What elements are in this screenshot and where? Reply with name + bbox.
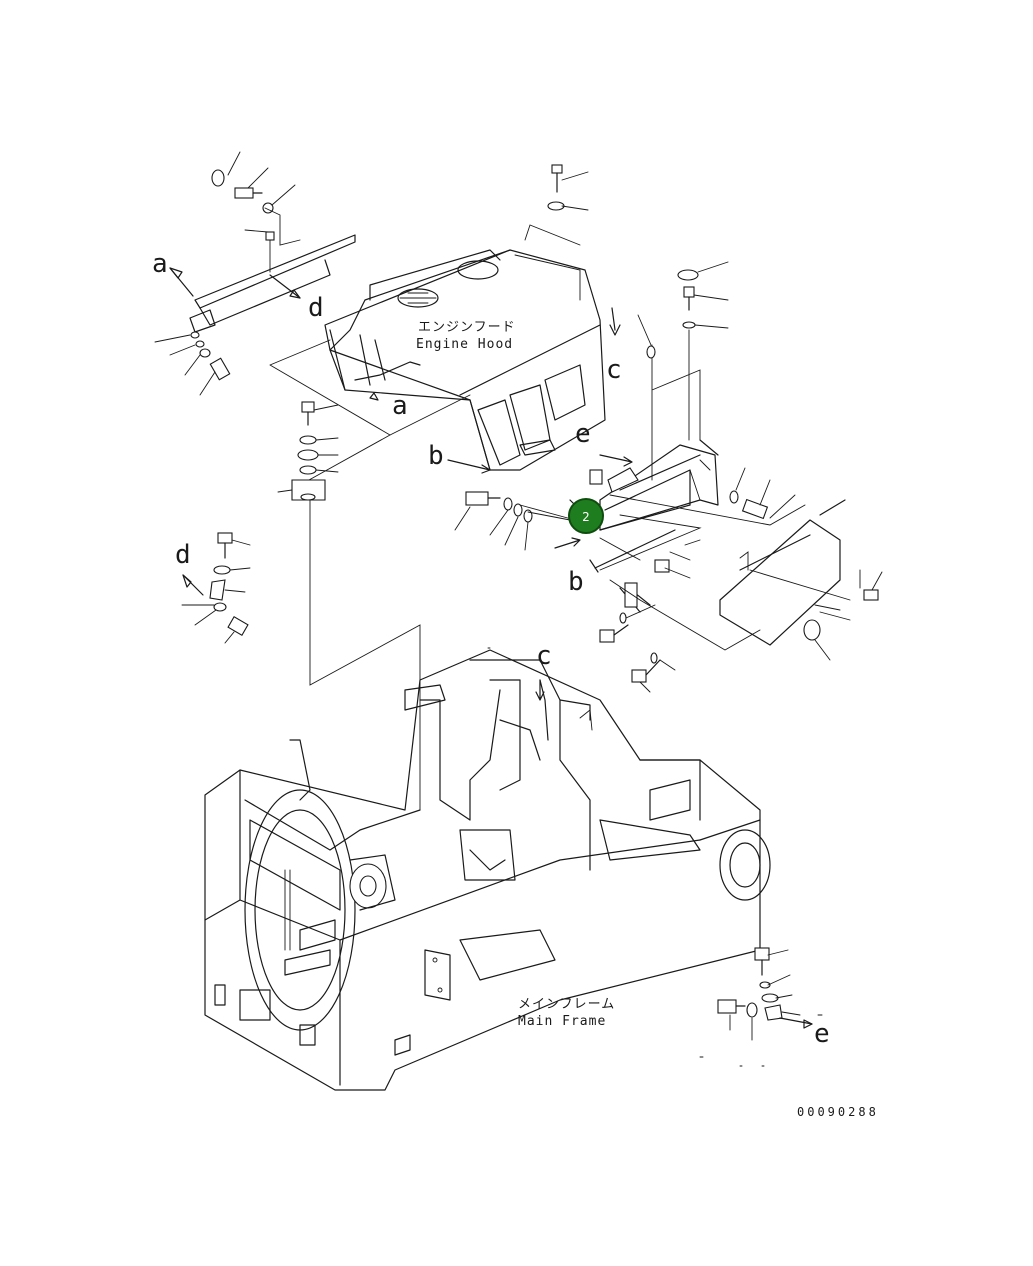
left-bracket-a (154, 151, 356, 396)
bolt-stack-left (277, 401, 339, 501)
right-bracket-e (599, 261, 796, 531)
ref-letter-b-hood: b (428, 441, 444, 471)
engine-hood-label-jp: エンジンフード (418, 320, 516, 335)
drawing-code: 00090288 (797, 1105, 879, 1119)
engine-hood-assembly (324, 249, 606, 471)
right-side-cover (609, 494, 883, 661)
ref-letter-a-hood: a (392, 391, 408, 421)
bolt-stack-d (181, 532, 251, 644)
ref-letter-c-frame: c (536, 641, 552, 671)
ref-letter-b-middle: b (568, 567, 584, 597)
middle-bolts (454, 467, 761, 693)
ref-letter-d-hood: d (308, 293, 324, 323)
main-frame-assembly (204, 649, 771, 1091)
callout-number: 2 (582, 510, 590, 524)
ref-letter-a-left: a (152, 249, 168, 279)
ref-letter-e-bottom: e (814, 1019, 830, 1049)
reference-arrows (169, 267, 813, 1029)
main-frame-label-jp: メインフレーム (518, 997, 615, 1012)
main-frame-label-en: Main Frame (518, 1014, 606, 1029)
ref-letter-c-hood: c (606, 355, 622, 385)
reference-lines-left (309, 499, 421, 811)
bottom-right-bolts (717, 947, 823, 1041)
engine-hood-label-en: Engine Hood (416, 337, 513, 352)
ref-letter-d-left: d (175, 540, 191, 570)
part-callout-2[interactable]: 2 (568, 498, 604, 534)
ref-letter-e-bracket: e (575, 419, 591, 449)
hood-top-bolts (524, 164, 589, 246)
reference-lines-hood (269, 339, 471, 436)
reference-line-bolt (299, 434, 391, 486)
small-marks (487, 647, 765, 1067)
